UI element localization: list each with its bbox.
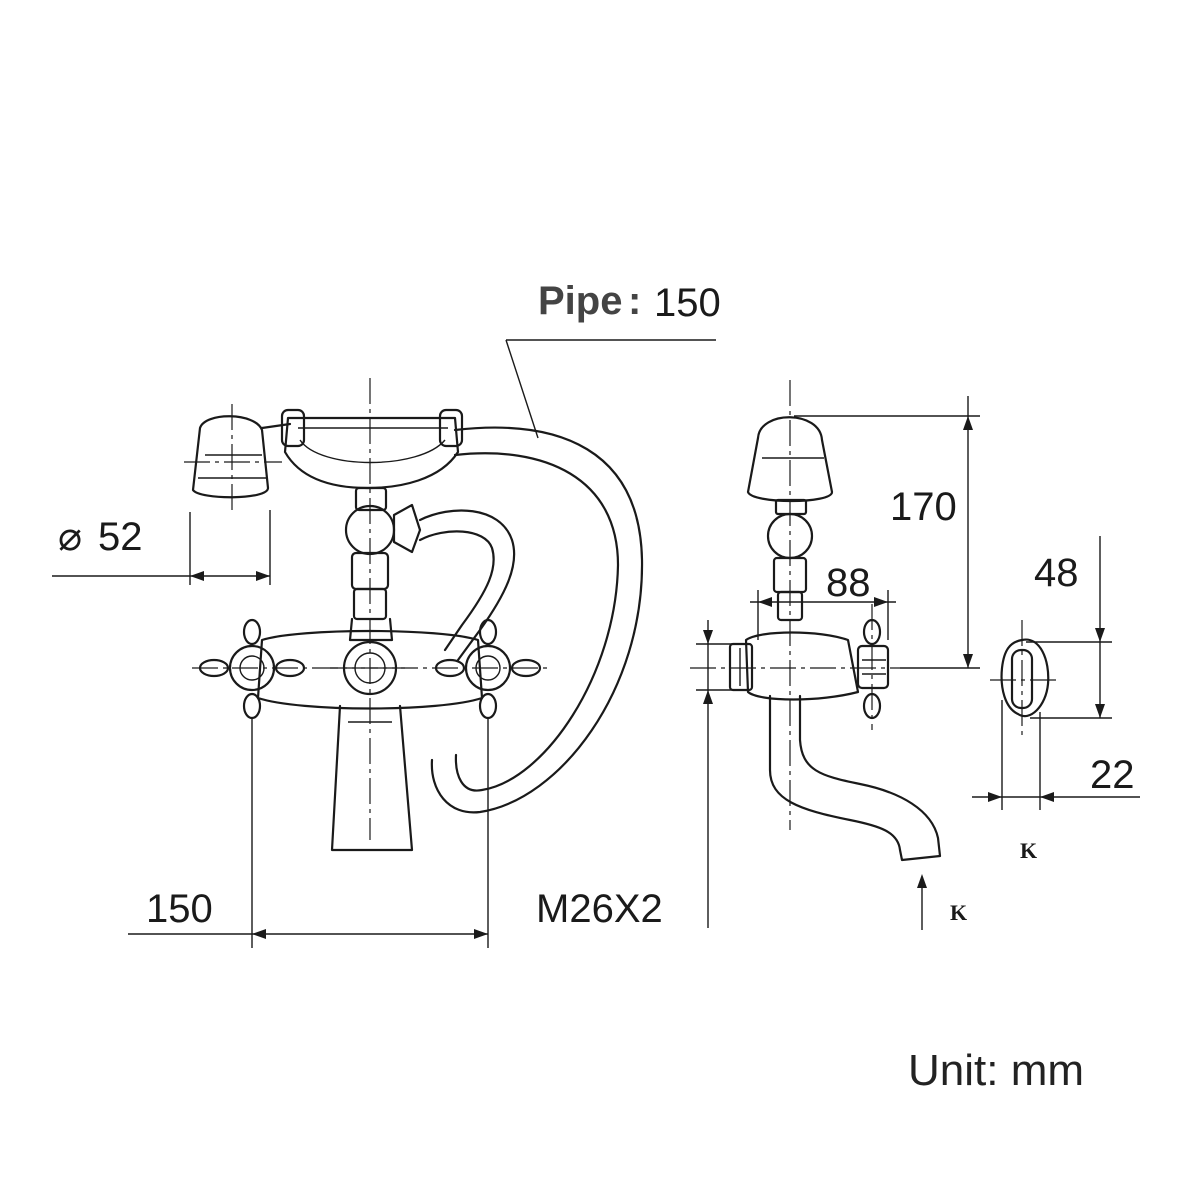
dimension-flange: 48 — [1026, 536, 1112, 719]
front-view: ⌀ 52 150 Pipe : 150 — [52, 279, 721, 948]
dimension-diameter: ⌀ 52 — [52, 510, 271, 585]
centers-value: 150 — [146, 887, 213, 931]
front-centre-lines — [184, 378, 548, 840]
pipe-label: Pipe — [538, 279, 622, 323]
diameter-value: 52 — [98, 515, 143, 559]
pipe-colon: : — [628, 279, 641, 323]
dimension-projection: 88 — [750, 561, 896, 640]
shower-hose — [430, 426, 644, 814]
section-mark-k-title: K — [1020, 838, 1037, 863]
column — [344, 486, 516, 662]
unit-label: Unit: mm — [908, 1046, 1084, 1095]
section-k: 48 22 K — [972, 536, 1140, 863]
pipe-length: 150 — [654, 281, 721, 325]
section-mark-bottom: K — [917, 874, 967, 930]
flange-depth-value: 22 — [1090, 753, 1135, 797]
side-view: 170 88 M26X2 K — [536, 380, 980, 931]
thread-value: M26X2 — [536, 887, 663, 931]
diameter-symbol: ⌀ — [58, 515, 82, 559]
pipe-leader: Pipe : 150 — [505, 279, 721, 439]
projection-value: 88 — [826, 561, 871, 605]
dimension-thread: M26X2 — [536, 620, 740, 931]
dimension-height: 170 — [794, 396, 980, 669]
flange-value: 48 — [1034, 551, 1079, 595]
mixer-body — [198, 618, 542, 852]
section-mark-k: K — [950, 900, 967, 925]
dimension-centers: 150 — [128, 718, 489, 948]
dimension-flange-depth: 22 — [972, 700, 1140, 810]
hand-shower — [191, 408, 464, 499]
height-value: 170 — [890, 485, 957, 529]
